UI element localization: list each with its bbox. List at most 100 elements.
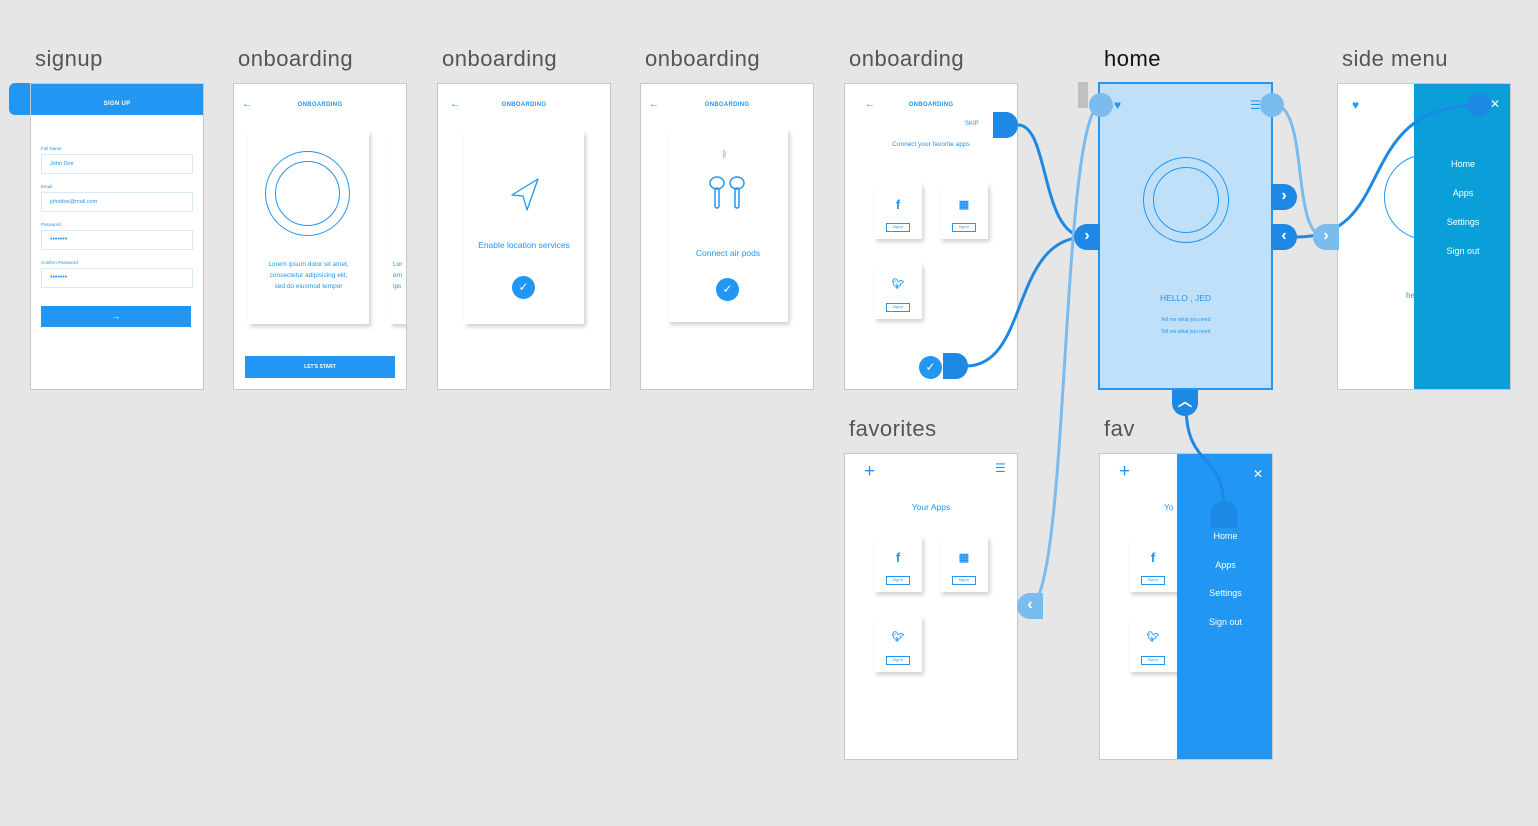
calendar-tile[interactable]: ▦ Sign in xyxy=(940,183,988,239)
menu-item-settings[interactable]: Settings xyxy=(1209,588,1242,598)
signup-submit-button[interactable]: → xyxy=(41,306,191,327)
hamburger-icon[interactable]: ☰ xyxy=(995,461,1006,475)
onboarding-2-text: Enable location services xyxy=(478,240,570,250)
back-arrow-icon[interactable]: ← xyxy=(242,99,252,110)
skip-connector-pin[interactable] xyxy=(993,112,1018,138)
inner-circle-icon xyxy=(1153,167,1219,233)
facebook-icon: f xyxy=(895,197,901,212)
plus-icon[interactable]: + xyxy=(864,461,876,482)
chevron-left-icon[interactable]: ‹ xyxy=(1271,224,1297,250)
check-connector-pin[interactable] xyxy=(943,353,968,379)
artboard-title-home[interactable]: home xyxy=(1104,46,1162,71)
hamburger-connector-pin[interactable] xyxy=(1260,93,1284,117)
outer-circle-icon xyxy=(265,151,350,236)
menu-item-apps[interactable]: Apps xyxy=(1215,560,1236,570)
check-icon[interactable]: ✓ xyxy=(716,278,739,301)
close-icon[interactable]: ✕ xyxy=(1253,467,1264,481)
artboard-title-onboarding-1[interactable]: onboarding xyxy=(238,46,354,71)
artboard-title-side-menu[interactable]: side menu xyxy=(1342,46,1449,71)
connector-fav-to-home xyxy=(1184,404,1226,511)
menu-item-settings[interactable]: Settings xyxy=(1446,217,1480,227)
twitter-tile[interactable]: 🐦︎ Sign in xyxy=(874,616,922,672)
connector-menu-to-sidemenu xyxy=(1272,102,1326,239)
artboard-title-signup[interactable]: signup xyxy=(35,46,103,71)
twitter-sign-in-button[interactable]: Sign in xyxy=(1141,656,1165,665)
calendar-icon: ▦ xyxy=(958,552,970,564)
twitter-tile[interactable]: 🐦︎ Sign in xyxy=(1129,616,1177,672)
home-flag[interactable] xyxy=(1078,82,1088,108)
confirm-password-field[interactable]: ••••••• xyxy=(41,268,193,288)
facebook-sign-in-button[interactable]: Sign in xyxy=(886,223,910,232)
onboarding-next-card-peek: Lor em ips xyxy=(390,131,406,324)
facebook-tile[interactable]: f Sign in xyxy=(874,536,922,592)
side-menu-panel: ✕ Home Apps Settings Sign out xyxy=(1414,84,1510,389)
onboarding-3-title: ONBOARDING xyxy=(704,102,750,108)
facebook-sign-in-button[interactable]: Sign in xyxy=(1141,576,1165,585)
onboarding-2-title: ONBOARDING xyxy=(501,102,547,108)
connector-close-to-home xyxy=(1295,103,1481,239)
fav-connector-pin[interactable] xyxy=(1211,501,1237,528)
plus-icon[interactable]: + xyxy=(1119,461,1131,482)
menu-item-home[interactable]: Home xyxy=(1213,531,1238,541)
menu-item-apps[interactable]: Apps xyxy=(1452,188,1474,198)
facebook-tile[interactable]: f Sign in xyxy=(874,183,922,239)
confirm-password-label: Confirm Password xyxy=(41,260,78,265)
signup-title: SIGN UP xyxy=(103,101,131,107)
email-field[interactable]: johndoe@mail.com xyxy=(41,192,193,212)
chevron-left-icon[interactable]: ‹ xyxy=(1017,593,1043,619)
check-icon[interactable]: ✓ xyxy=(512,276,535,299)
favorites-screen: + ☰ Your Apps f Sign in ▦ Sign in 🐦︎ Sig… xyxy=(844,453,1018,760)
skip-link[interactable]: SKIP xyxy=(965,121,979,127)
outer-circle-icon xyxy=(1143,157,1229,243)
password-field[interactable]: ••••••• xyxy=(41,230,193,250)
onboarding-1-text: Lorem ipsum dolor sit amet, consectetur … xyxy=(268,261,349,290)
onboarding-1-card: Lorem ipsum dolor sit amet, consectetur … xyxy=(248,131,369,324)
heart-connector-pin[interactable] xyxy=(1089,93,1113,117)
check-icon[interactable]: ✓ xyxy=(919,356,942,379)
airpods-icon xyxy=(709,176,745,209)
onboarding-3-card: ᛒ Connect air pods ✓ xyxy=(668,129,788,322)
bluetooth-icon: ᛒ xyxy=(722,149,728,159)
facebook-tile[interactable]: f Sign in xyxy=(1129,536,1177,592)
close-icon[interactable]: ✕ xyxy=(1490,97,1501,111)
home-screen: ♥ ☰ HELLO , JED Tell me what you need Te… xyxy=(1098,82,1273,390)
fav-peek-text: Yo xyxy=(1164,502,1174,512)
back-arrow-icon[interactable]: ← xyxy=(865,99,875,110)
lets-start-button[interactable]: LET'S START xyxy=(245,356,395,378)
back-arrow-icon[interactable]: ← xyxy=(450,99,460,110)
inner-circle-icon xyxy=(275,161,340,226)
calendar-sign-in-button[interactable]: Sign in xyxy=(952,223,976,232)
chevron-right-icon[interactable]: › xyxy=(1271,184,1297,210)
chevron-up-icon[interactable]: ︿ xyxy=(1172,390,1198,416)
menu-item-home[interactable]: Home xyxy=(1450,159,1475,169)
artboard-title-fav[interactable]: fav xyxy=(1104,416,1135,441)
menu-item-sign-out[interactable]: Sign out xyxy=(1208,617,1243,627)
chevron-right-icon[interactable]: › xyxy=(1313,224,1339,250)
menu-item-sign-out[interactable]: Sign out xyxy=(1446,246,1480,256)
heart-icon[interactable]: ♥ xyxy=(1352,98,1360,112)
close-connector-pin[interactable] xyxy=(1467,93,1491,117)
artboard-title-onboarding-2[interactable]: onboarding xyxy=(442,46,558,71)
artboard-title-onboarding-3[interactable]: onboarding xyxy=(645,46,761,71)
fullname-field[interactable]: John Doe xyxy=(41,154,193,174)
home-line-1: Tell me what you need xyxy=(1160,317,1211,323)
onboarding-2-card: Enable location services ✓ xyxy=(464,131,584,324)
facebook-sign-in-button[interactable]: Sign in xyxy=(886,576,910,585)
twitter-tile[interactable]: 🐦︎ Sign in xyxy=(874,263,922,319)
artboard-title-onboarding-4[interactable]: onboarding xyxy=(849,46,965,71)
signup-header: SIGN UP xyxy=(31,84,203,115)
heart-icon[interactable]: ♥ xyxy=(1114,98,1122,112)
facebook-icon: f xyxy=(1150,550,1156,565)
home-line-2: Tell me what you need xyxy=(1160,329,1211,335)
calendar-tile[interactable]: ▦ Sign in xyxy=(940,536,988,592)
artboard-title-favorites[interactable]: favorites xyxy=(849,416,937,441)
chevron-right-icon[interactable]: › xyxy=(1074,224,1100,250)
twitter-sign-in-button[interactable]: Sign in xyxy=(886,656,910,665)
home-screen-flag[interactable] xyxy=(9,83,31,115)
twitter-sign-in-button[interactable]: Sign in xyxy=(886,303,910,312)
back-arrow-icon[interactable]: ← xyxy=(649,99,659,110)
email-label: Email xyxy=(41,184,53,189)
hamburger-icon[interactable]: ☰ xyxy=(1250,98,1261,112)
calendar-sign-in-button[interactable]: Sign in xyxy=(952,576,976,585)
